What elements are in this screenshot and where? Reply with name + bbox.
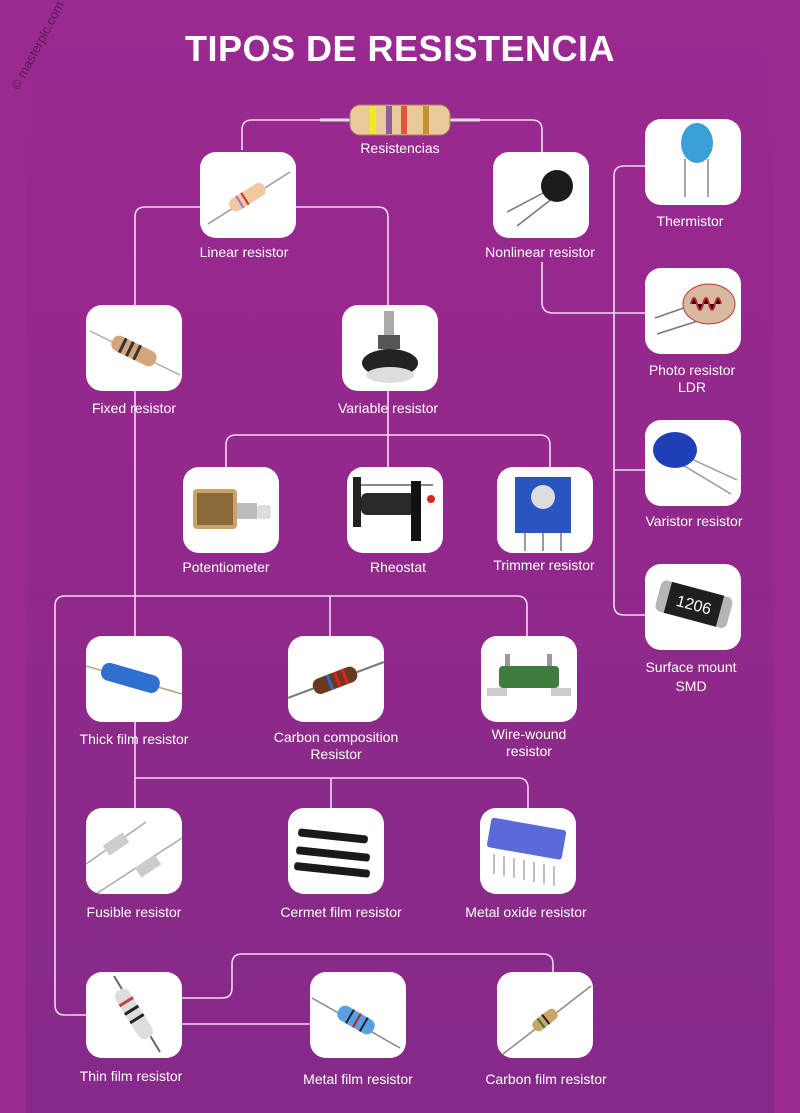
- metal-film-icon: [311, 997, 401, 1049]
- fusible-resistor-icon: [86, 821, 182, 894]
- carbon-comp-label-line2: Resistor: [310, 746, 362, 762]
- fixed-resistor-label: Fixed resistor: [91, 400, 177, 416]
- fixed-resistor-card[interactable]: [86, 305, 182, 391]
- linear-resistor-card[interactable]: [200, 152, 296, 238]
- potentiometer-card[interactable]: [183, 467, 279, 553]
- wire-wound-card[interactable]: [481, 636, 577, 722]
- nonlinear-resistor-icon: [506, 170, 573, 227]
- root-label: Resistencias: [360, 140, 440, 156]
- carbon-comp-label-line1: Carbon composition: [273, 729, 399, 745]
- wire-wound-label-line1: Wire-wound: [491, 726, 567, 742]
- smd-card[interactable]: 1206: [645, 564, 741, 650]
- thermistor-icon: [681, 123, 713, 197]
- cermet-film-card[interactable]: [288, 808, 384, 894]
- variable-resistor-card[interactable]: [342, 305, 438, 391]
- metal-film-resistor-label: Metal film resistor: [303, 1071, 413, 1087]
- photo-label-line2: LDR: [677, 379, 706, 395]
- fusible-resistor-card[interactable]: [86, 808, 182, 894]
- page-title: TIPOS DE RESISTENCIA: [184, 28, 616, 69]
- smd-chip-icon: 1206: [655, 580, 733, 628]
- thin-film-icon: [113, 975, 161, 1053]
- carbon-composition-icon: [288, 661, 384, 699]
- carbon-film-resistor-card[interactable]: [497, 972, 593, 1058]
- potentiometer-icon: [193, 489, 271, 529]
- thick-film-icon: [86, 662, 182, 695]
- potentiometer-label: Potentiometer: [182, 559, 270, 575]
- thin-film-resistor-card[interactable]: [86, 972, 182, 1058]
- nonlinear-resistor-label: Nonlinear resistor: [485, 244, 595, 260]
- thick-film-resistor-card[interactable]: [86, 636, 182, 722]
- thermistor-label: Thermistor: [656, 213, 724, 229]
- trimmer-icon: [515, 477, 571, 551]
- carbon-film-resistor-label: Carbon film resistor: [485, 1071, 607, 1087]
- rheostat-label: Rheostat: [369, 559, 427, 575]
- root-resistor-image: [320, 100, 480, 140]
- photo-resistor-card[interactable]: [645, 268, 741, 354]
- fusible-resistor-label: Fusible resistor: [86, 904, 182, 920]
- variable-resistor-label: Variable resistor: [337, 400, 439, 416]
- wire-wound-icon: [487, 654, 571, 696]
- cermet-film-icon: [294, 828, 370, 878]
- linear-resistor-label: Linear resistor: [199, 244, 289, 260]
- varistor-label: Varistor resistor: [645, 513, 743, 529]
- variable-resistor-icon: [362, 311, 418, 383]
- metal-oxide-card[interactable]: [480, 808, 576, 894]
- nonlinear-resistor-card[interactable]: [493, 152, 589, 238]
- ldr-icon: [654, 283, 736, 335]
- metal-film-resistor-card[interactable]: [310, 972, 406, 1058]
- thick-film-resistor-label: Thick film resistor: [79, 731, 189, 747]
- rheostat-icon: [353, 477, 435, 541]
- metal-oxide-icon: [486, 817, 567, 886]
- wire-wound-label-line2: resistor: [506, 743, 552, 759]
- smd-label-line1: Surface mount: [645, 659, 737, 675]
- thin-film-resistor-label: Thin film resistor: [79, 1068, 183, 1084]
- carbon-film-icon: [502, 985, 592, 1055]
- photo-label-line1: Photo resistor: [648, 362, 736, 378]
- resistor-icon: [207, 171, 291, 225]
- trimmer-resistor-label: Trimmer resistor: [493, 557, 595, 573]
- varistor-card[interactable]: [645, 420, 741, 506]
- smd-label-line2: SMD: [675, 678, 707, 694]
- rheostat-card[interactable]: [347, 467, 443, 553]
- carbon-composition-card[interactable]: [288, 636, 384, 722]
- trimmer-resistor-card[interactable]: [497, 467, 593, 553]
- fixed-resistor-icon: [89, 330, 181, 376]
- cermet-film-label: Cermet film resistor: [280, 904, 402, 920]
- metal-oxide-label: Metal oxide resistor: [465, 904, 587, 920]
- thermistor-card[interactable]: [645, 119, 741, 205]
- varistor-icon: [653, 432, 738, 495]
